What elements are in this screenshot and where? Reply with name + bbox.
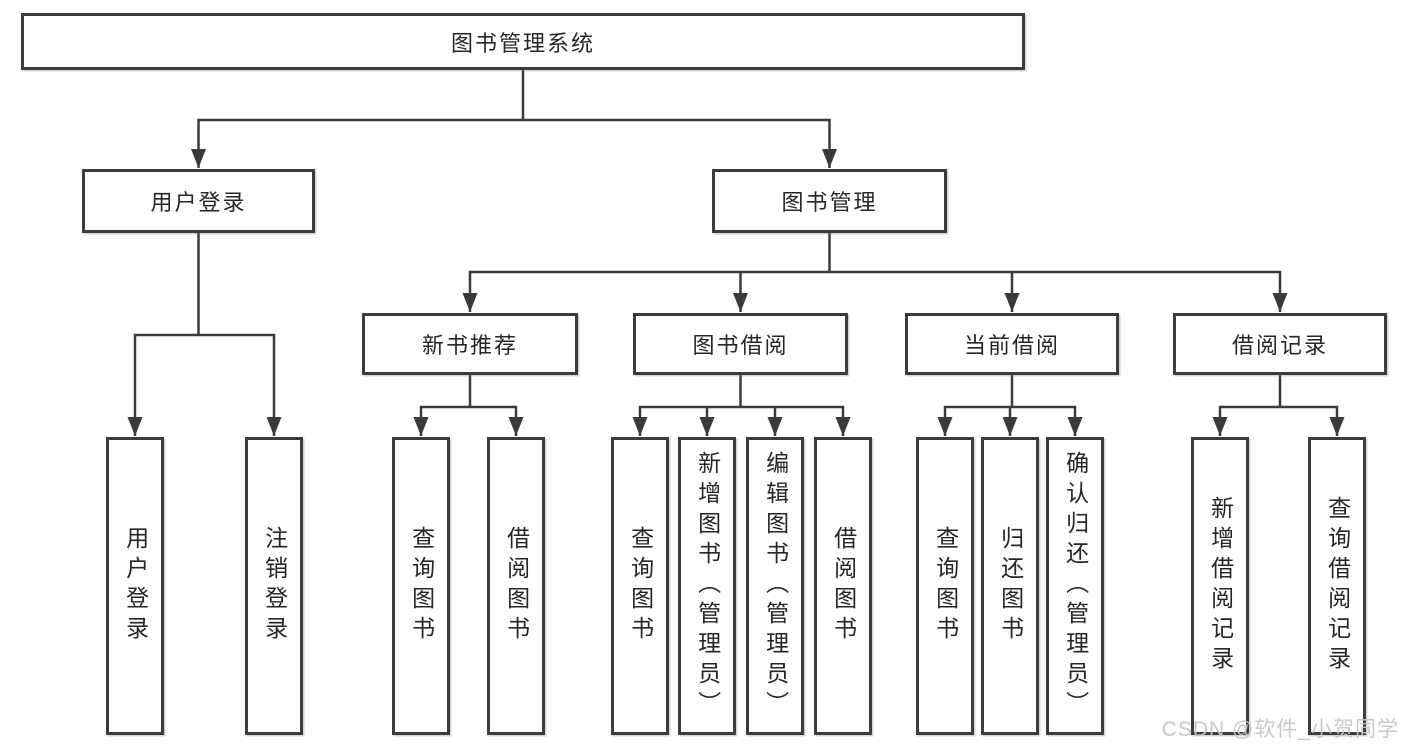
leaf-query-books-current: 查询图书 [916, 437, 974, 735]
leaf-add-borrow-record-label: 新增借阅记录 [1207, 496, 1234, 676]
node-book-management: 图书管理 [712, 169, 947, 233]
leaf-logout-label: 注销登录 [261, 526, 288, 646]
node-root-book-management-system: 图书管理系统 [21, 13, 1025, 70]
leaf-query-borrow-record: 查询借阅记录 [1308, 437, 1366, 735]
node-user-login: 用户登录 [82, 169, 315, 233]
leaf-edit-book-admin: 编辑图书（管理员） [746, 437, 804, 735]
leaf-add-book-admin-label: 新增图书（管理员） [694, 451, 721, 721]
leaf-confirm-return-admin: 确认归还（管理员） [1046, 437, 1104, 735]
leaf-confirm-return-admin-label: 确认归还（管理员） [1062, 451, 1089, 721]
leaf-add-book-admin: 新增图书（管理员） [678, 437, 736, 735]
leaf-add-borrow-record: 新增借阅记录 [1191, 437, 1249, 735]
leaf-user-login-label: 用户登录 [122, 526, 149, 646]
csdn-watermark: CSDN @软件_小贺同学 [1161, 718, 1399, 741]
leaf-query-books-recommend: 查询图书 [392, 437, 450, 735]
node-borrowing-records: 借阅记录 [1173, 313, 1387, 375]
leaf-return-books-label: 归还图书 [997, 526, 1024, 646]
leaf-borrow-books-recommend: 借阅图书 [487, 437, 545, 735]
leaf-query-borrow-record-label: 查询借阅记录 [1324, 496, 1351, 676]
leaf-query-books-recommend-label: 查询图书 [408, 526, 435, 646]
leaf-borrow-books-borrowing-label: 借阅图书 [830, 526, 857, 646]
node-book-borrowing: 图书借阅 [633, 313, 848, 375]
leaf-logout: 注销登录 [245, 437, 303, 735]
node-new-book-recommend: 新书推荐 [362, 313, 578, 375]
leaf-query-books-borrowing-label: 查询图书 [627, 526, 654, 646]
leaf-return-books: 归还图书 [981, 437, 1039, 735]
node-current-borrowing: 当前借阅 [905, 313, 1119, 375]
leaf-edit-book-admin-label: 编辑图书（管理员） [762, 451, 789, 721]
leaf-query-books-current-label: 查询图书 [932, 526, 959, 646]
leaf-borrow-books-recommend-label: 借阅图书 [503, 526, 530, 646]
leaf-borrow-books-borrowing: 借阅图书 [814, 437, 872, 735]
leaf-user-login: 用户登录 [106, 437, 164, 735]
leaf-query-books-borrowing: 查询图书 [611, 437, 669, 735]
